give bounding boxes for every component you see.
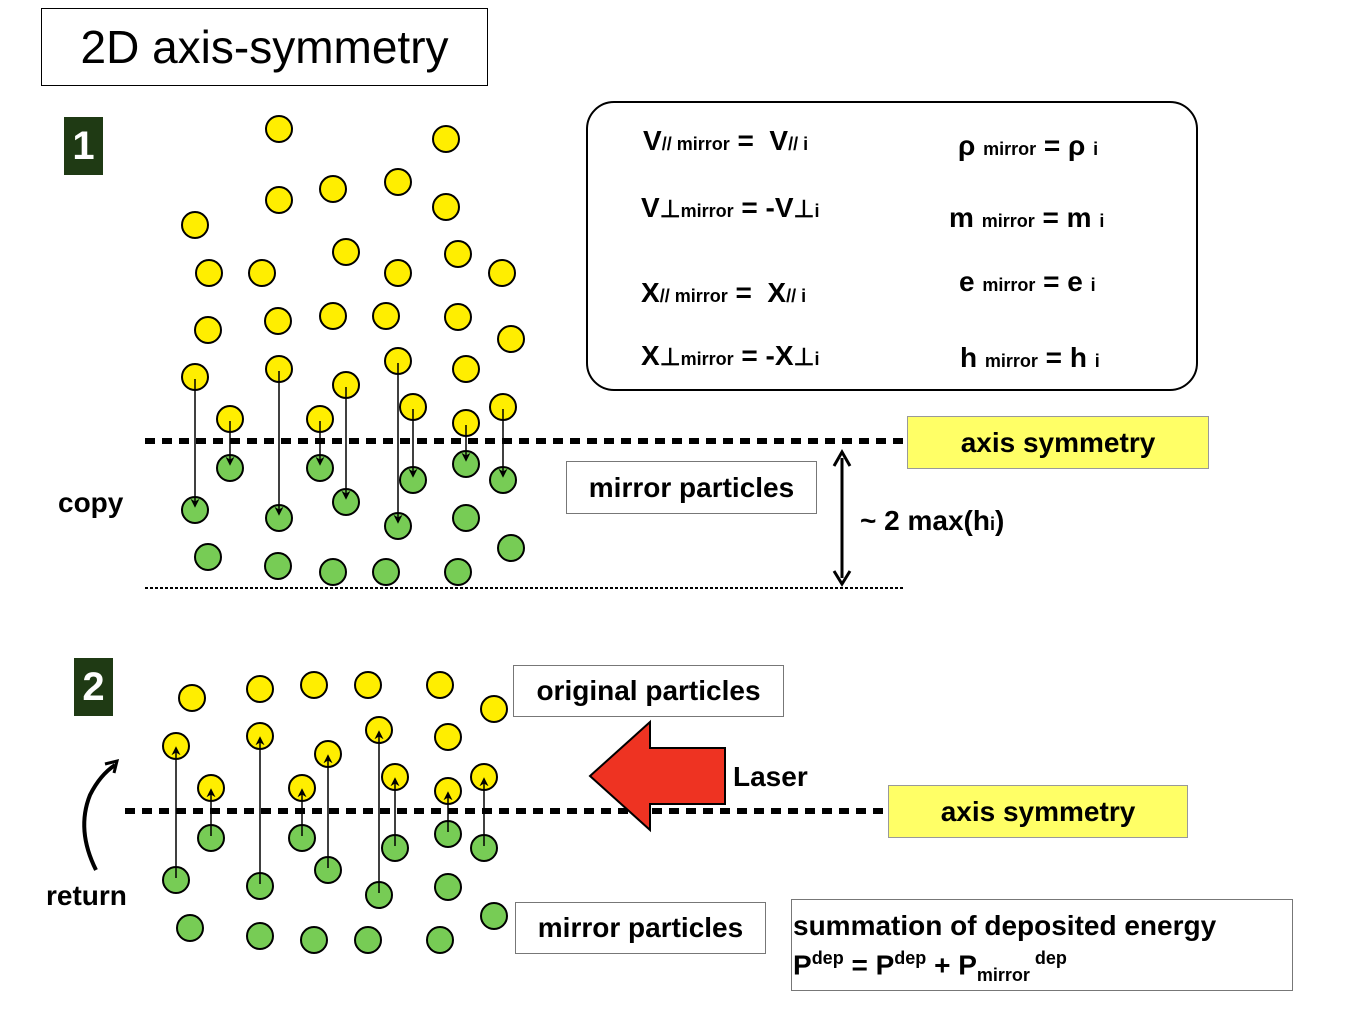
summation-title: summation of deposited energy [793,910,1217,941]
original-particle [319,302,347,330]
page-title: 2D axis-symmetry [41,8,488,86]
mirror-particle [176,914,204,942]
original-particle [384,168,412,196]
original-particles-label: original particles [513,665,784,717]
mirror-particle [480,902,508,930]
original-particle [488,259,516,287]
original-particle [432,125,460,153]
original-particle [194,316,222,344]
range-label: ~ 2 max(hi) [860,505,1005,536]
mirror-particle [319,558,347,586]
formula-mass: m mirror = m i [949,202,1105,233]
axis-symmetry-label-1: axis symmetry [907,416,1209,469]
copy-label: copy [58,487,124,518]
return-label: return [46,880,127,911]
laser-arrow [588,719,726,833]
range-arrow-top-head [832,448,852,467]
mirror-particle [497,534,525,562]
summation-formula: Pdep = Pdep + Pmirror dep [793,948,1067,985]
particles-group [162,115,525,954]
mirror-formula-box [586,101,1198,391]
original-particle [384,259,412,287]
original-particle [265,186,293,214]
mirror-particle [194,543,222,571]
summation-box [791,899,1293,991]
mirror-particle [372,558,400,586]
mirror-particle [434,873,462,901]
formula-density: ρ mirror = ρ i [958,130,1099,161]
original-particle [372,302,400,330]
mirror-particles-label-2: mirror particles [515,902,766,954]
step-badge-2: 2 [74,658,113,716]
formula-x-parallel: X// mirror = X// i [641,277,807,308]
laser-label: Laser [733,761,808,792]
mirror-particle [300,926,328,954]
original-particle [432,193,460,221]
mirror-particle [354,926,382,954]
formula-v-perpendicular: V⊥mirror = -V⊥i [641,192,820,223]
mirror-particle [452,504,480,532]
original-particle [178,684,206,712]
original-particle [319,175,347,203]
original-particle [300,671,328,699]
original-particle [354,671,382,699]
original-particle [452,355,480,383]
mirror-particles-label-1: mirror particles [566,461,817,514]
original-particle [246,675,274,703]
return-arrow-head [104,758,120,774]
original-particle [265,115,293,143]
original-particle [497,325,525,353]
range-arrow-bottom-head [832,570,852,587]
formula-smoothing-length: h mirror = h i [960,342,1100,373]
mirror-particle [264,552,292,580]
mirror-particle [426,926,454,954]
original-particle [248,259,276,287]
step-badge-1: 1 [64,117,103,175]
axis-symmetry-label-2: axis symmetry [888,785,1188,838]
mirror-particle [246,922,274,950]
original-particle [444,303,472,331]
formula-energy: e mirror = e i [959,266,1096,297]
original-particle [480,695,508,723]
original-particle [264,307,292,335]
original-particle [195,259,223,287]
original-particle [444,240,472,268]
mirror-particle [444,558,472,586]
original-particle [434,723,462,751]
original-particle [332,238,360,266]
original-particle [426,671,454,699]
formula-v-parallel: V// mirror = V// i [643,125,809,156]
original-particle [181,211,209,239]
return-arrow [82,763,117,871]
formula-x-perpendicular: X⊥mirror = -X⊥i [641,340,820,371]
